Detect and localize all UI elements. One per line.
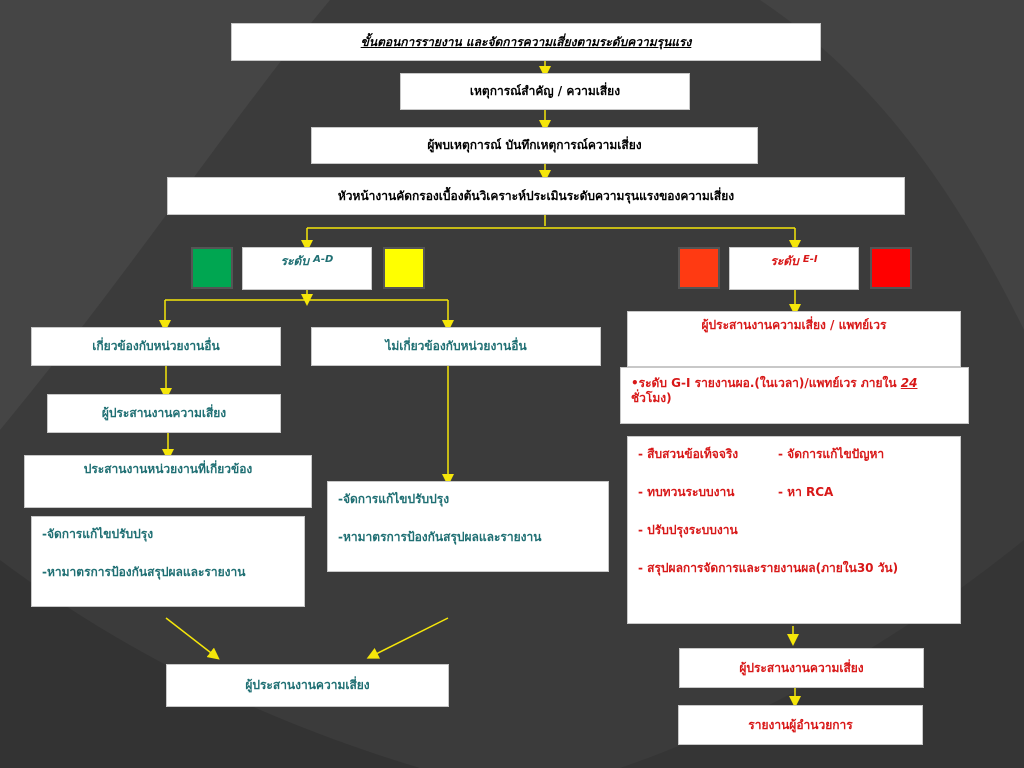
- tasks-box: - สืบสวนข้อเท็จจริง - จัดการแก้ไขปัญหา - …: [627, 436, 961, 624]
- level-e-i-box: ระดับ E-I: [729, 247, 859, 290]
- event-box: เหตุการณ์สำคัญ / ความเสี่ยง: [400, 73, 690, 110]
- level-code: A-D: [313, 254, 334, 265]
- task-item: - ปรับปรุงระบบงาน: [638, 523, 738, 537]
- level-code: E-I: [802, 254, 818, 265]
- report-suffix: ชั่วโมง): [631, 391, 672, 405]
- level-label: ระดับ: [770, 254, 799, 268]
- action-item: -จัดการแก้ไขปรับปรุง: [42, 527, 154, 541]
- level-a-d-box: ระดับ A-D: [242, 247, 372, 290]
- action-item: -จัดการแก้ไขปรับปรุง: [338, 492, 450, 506]
- action-item: -หามาตรการป้องกันสรุปผลและรายงาน: [42, 565, 246, 579]
- related-box: เกี่ยวข้องกับหน่วยงานอื่น: [31, 327, 281, 366]
- task-item: - จัดการแก้ไขปัญหา: [778, 447, 885, 461]
- task-row: - สรุปผลการจัดการและรายงานผล(ภายใน30 วัน…: [638, 559, 950, 597]
- report-text: •ระดับ G-I รายงานผอ.(ในเวลา)/แพทย์เวร ภา…: [631, 376, 901, 390]
- task-item: - ทบทวนระบบงาน: [638, 485, 735, 499]
- action-item: -หามาตรการป้องกันสรุปผลและรายงาน: [338, 530, 542, 544]
- diagram-title: ขั้นตอนการรายงาน และจัดการความเสี่ยงตามร…: [231, 23, 821, 61]
- report-hours: 24: [900, 376, 918, 390]
- coordinator-box-left: ผู้ประสานงานความเสี่ยง: [47, 394, 281, 433]
- green-swatch: [191, 247, 233, 289]
- unrelated-box: ไม่เกี่ยวข้องกับหน่วยงานอื่น: [311, 327, 601, 366]
- task-item: - หา RCA: [778, 485, 834, 499]
- reporter-box: ผู้พบเหตุการณ์ บันทึกเหตุการณ์ความเสี่ยง: [311, 127, 758, 164]
- task-item: - สืบสวนข้อเท็จจริง: [638, 447, 739, 461]
- yellow-swatch: [383, 247, 425, 289]
- orange-swatch: [678, 247, 720, 289]
- task-row: - ปรับปรุงระบบงาน: [638, 521, 950, 559]
- task-row: - สืบสวนข้อเท็จจริง - จัดการแก้ไขปัญหา: [638, 445, 950, 483]
- report-box: •ระดับ G-I รายงานผอ.(ในเวลา)/แพทย์เวร ภา…: [620, 367, 969, 424]
- coordinator-doctor-box: ผู้ประสานงานความเสี่ยง / แพทย์เวร: [627, 311, 961, 367]
- actions-box-b: -จัดการแก้ไขปรับปรุง -หามาตรการป้องกันสร…: [327, 481, 609, 572]
- coordinator-box-right: ผู้ประสานงานความเสี่ยง: [679, 648, 924, 688]
- screening-box: หัวหน้างานคัดกรองเบื้องต้นวิเคราะห์ประเม…: [167, 177, 905, 215]
- director-box: รายงานผู้อำนวยการ: [678, 705, 923, 745]
- task-row: - ทบทวนระบบงาน - หา RCA: [638, 483, 950, 521]
- level-label: ระดับ: [280, 254, 309, 268]
- actions-box-a: -จัดการแก้ไขปรับปรุง -หามาตรการป้องกันสร…: [31, 516, 305, 607]
- coordinate-units-box: ประสานงานหน่วยงานที่เกี่ยวข้อง: [24, 455, 312, 508]
- task-item: - สรุปผลการจัดการและรายงานผล(ภายใน30 วัน…: [638, 561, 899, 575]
- final-coordinator-box: ผู้ประสานงานความเสี่ยง: [166, 664, 449, 707]
- red-swatch: [870, 247, 912, 289]
